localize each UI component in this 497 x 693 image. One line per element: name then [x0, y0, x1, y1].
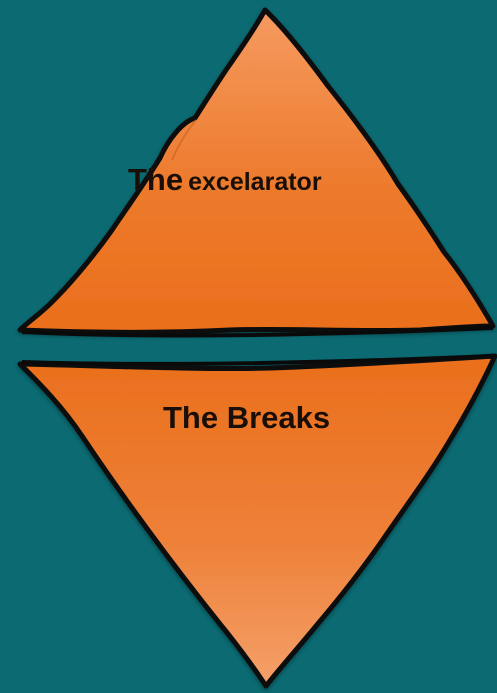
bottom-triangle-label: The Breaks: [163, 402, 330, 433]
top-label-word2: excelarator: [188, 168, 321, 196]
top-label-word1: The: [128, 162, 183, 197]
